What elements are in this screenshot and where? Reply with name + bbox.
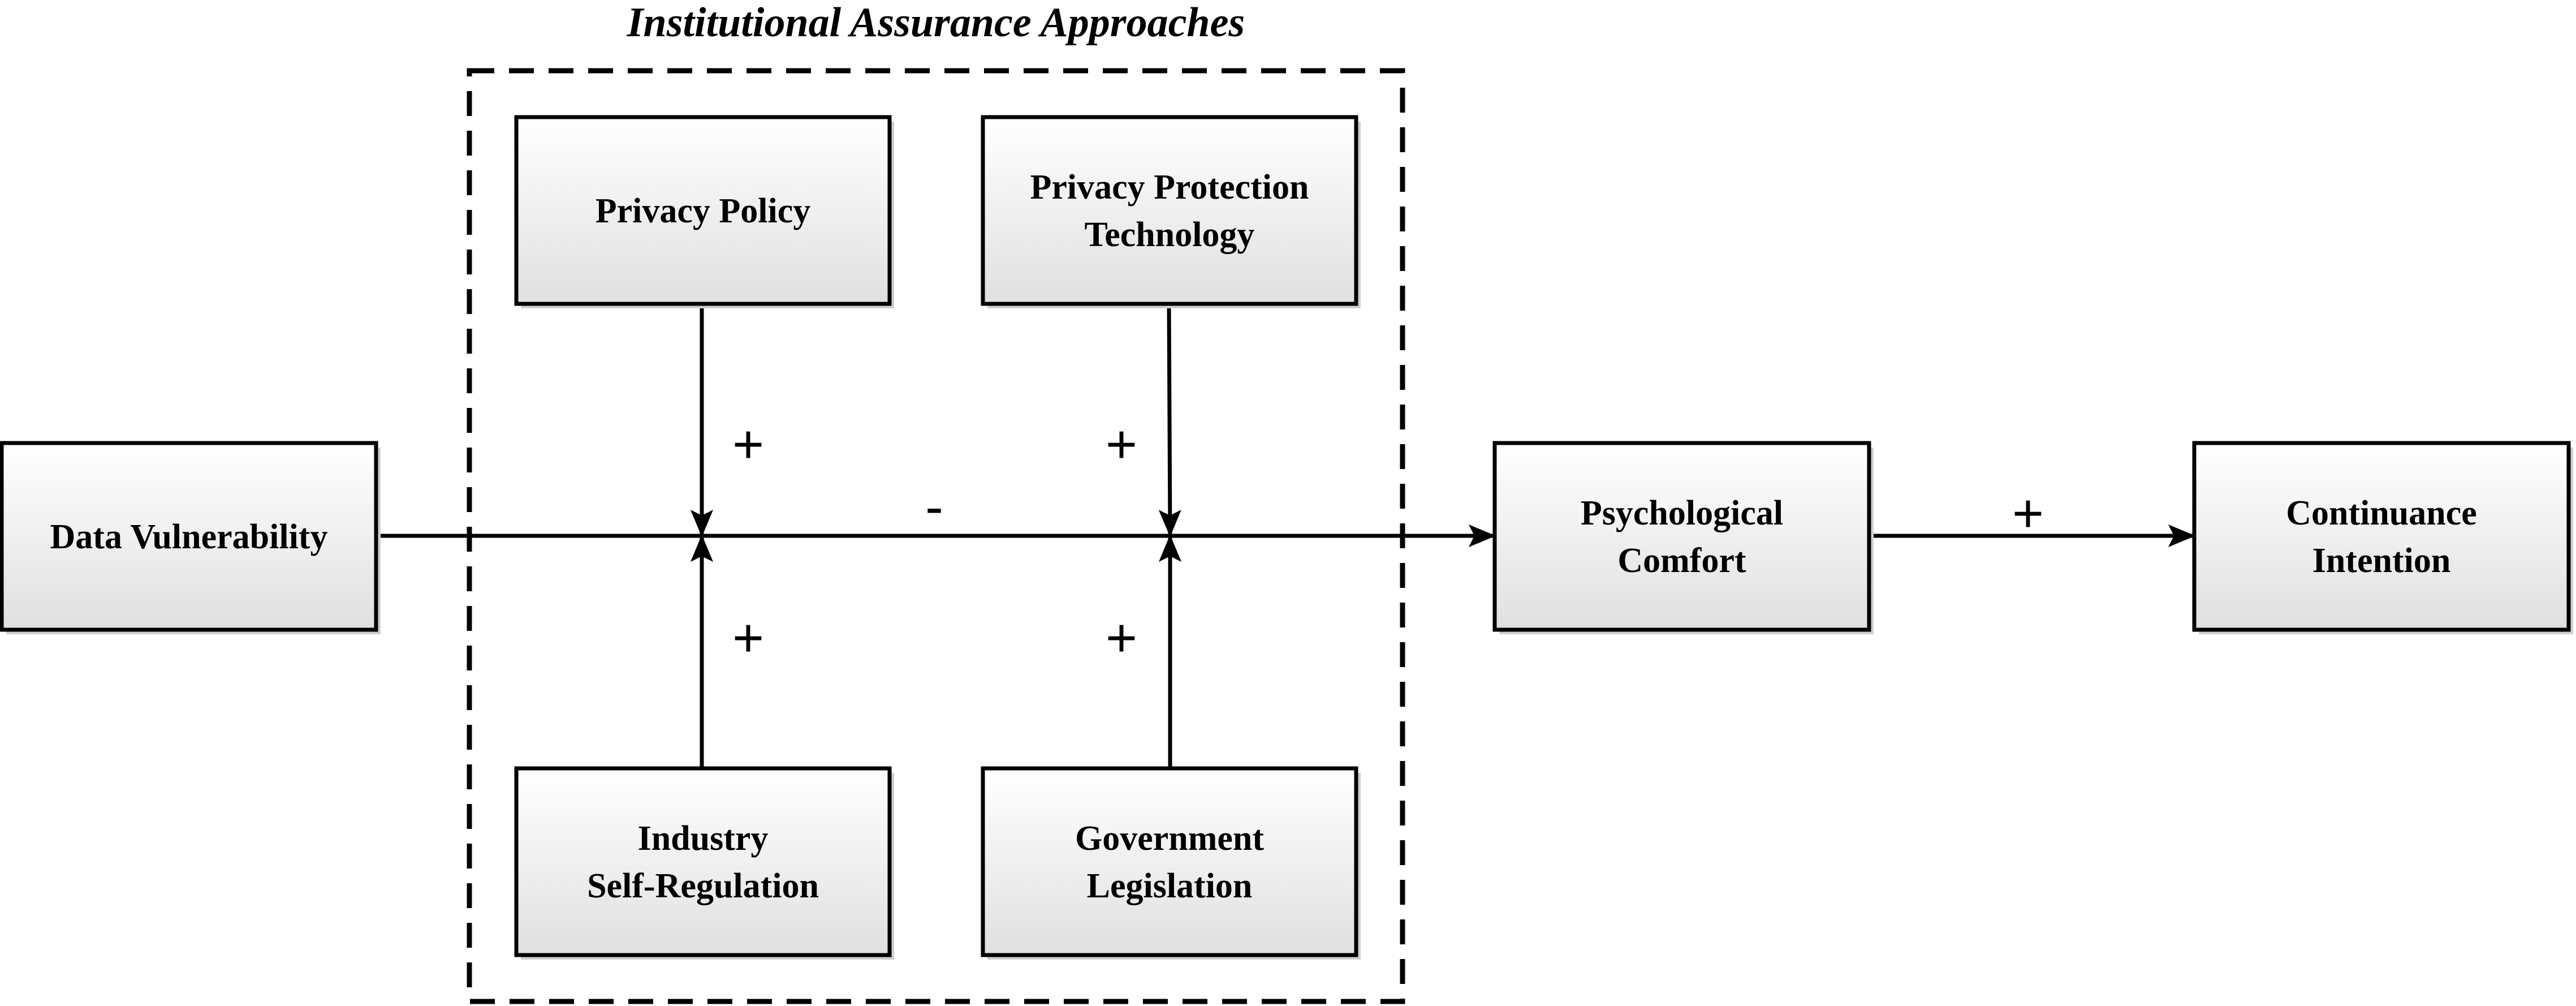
node-box	[981, 766, 1358, 957]
node-label: Continuance	[2286, 494, 2477, 532]
sign-industry-self-regulation: +	[732, 608, 764, 668]
node-box	[1492, 441, 1871, 632]
sign-privacy-policy: +	[732, 414, 764, 475]
node-box	[514, 115, 892, 306]
signs: - + + + + +	[732, 414, 2044, 668]
connectors	[376, 302, 2195, 768]
node-label: Self-Regulation	[587, 867, 819, 905]
institutional-assurance-group-title: Institutional Assurance Approaches	[627, 0, 1245, 46]
node-box	[981, 115, 1358, 306]
node-label: Privacy Protection	[1030, 168, 1309, 207]
node-label: Privacy Policy	[596, 192, 810, 230]
node-privacy-policy: Privacy Policy	[514, 115, 894, 308]
node-label: Legislation	[1087, 867, 1253, 905]
node-label: Government	[1075, 819, 1264, 858]
sign-main-path: -	[925, 476, 943, 537]
node-label: Intention	[2312, 541, 2451, 580]
sign-government-legislation: +	[1106, 608, 1137, 668]
node-box	[514, 766, 892, 957]
node-label: Data Vulnerability	[50, 518, 328, 556]
sign-comfort-to-intention: +	[2012, 483, 2044, 544]
arrow-privacy-protection-technology-moderator	[1158, 302, 1181, 537]
node-box	[2192, 441, 2571, 632]
node-label: Psychological	[1581, 494, 1783, 532]
node-label: Technology	[1085, 216, 1255, 254]
sign-privacy-protection-technology: +	[1106, 414, 1137, 475]
node-data-vulnerability: Data Vulnerability	[0, 441, 381, 634]
node-box	[0, 441, 378, 632]
node-label: Comfort	[1617, 541, 1746, 580]
node-label: Industry	[638, 819, 769, 858]
